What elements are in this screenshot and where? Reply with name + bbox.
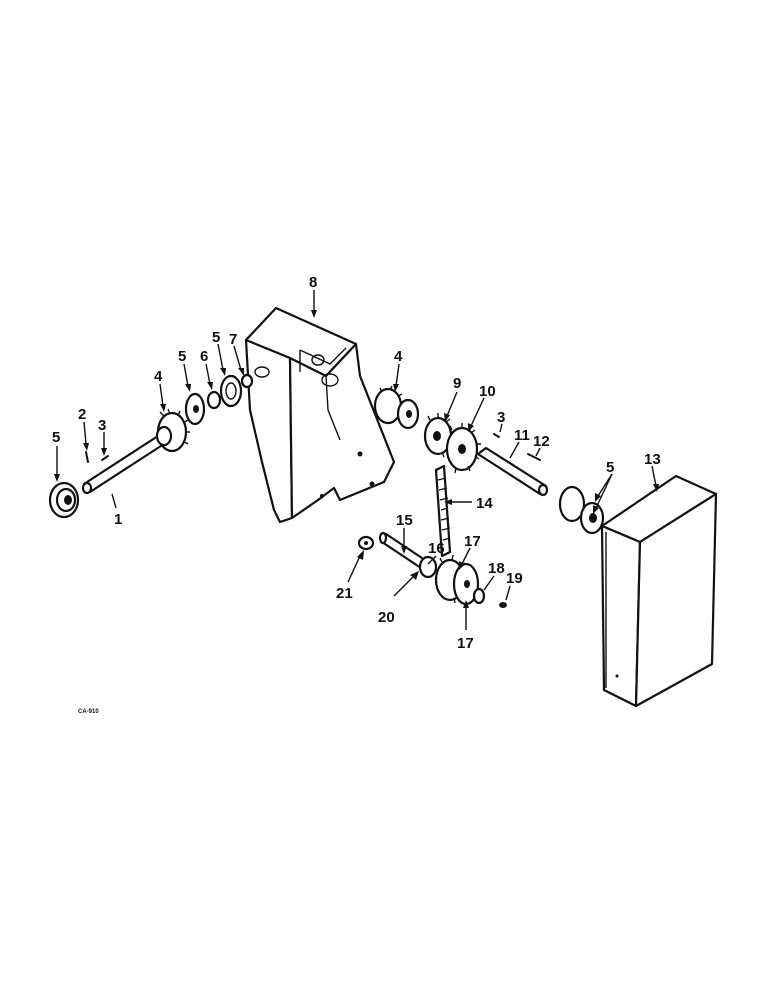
callout-2: 2 bbox=[78, 406, 86, 423]
callout-12: 12 bbox=[533, 433, 550, 450]
callout-16: 16 bbox=[428, 540, 445, 557]
callout-13: 13 bbox=[644, 451, 661, 468]
callout-5d: 5 bbox=[606, 459, 614, 476]
nut-part bbox=[240, 373, 254, 389]
drive-chain-part bbox=[434, 464, 452, 558]
callout-5a: 5 bbox=[52, 429, 60, 446]
callout-17a: 17 bbox=[464, 533, 481, 550]
key-right-part bbox=[493, 433, 500, 438]
pin-right-part bbox=[527, 453, 541, 461]
sprocket-9-part bbox=[423, 413, 455, 458]
washer-21-part bbox=[357, 535, 375, 551]
callout-4a: 4 bbox=[154, 368, 163, 385]
spacer-part bbox=[206, 390, 222, 410]
pin-part bbox=[85, 451, 89, 463]
callout-18: 18 bbox=[488, 560, 505, 577]
callout-5c: 5 bbox=[212, 329, 220, 346]
spacer-18-part bbox=[472, 587, 486, 605]
callout-10: 10 bbox=[479, 383, 496, 400]
bearing-part bbox=[219, 374, 243, 408]
drive-housing-part bbox=[244, 306, 396, 524]
key-part bbox=[101, 455, 109, 461]
drawing-code: CA-910 bbox=[78, 709, 99, 715]
callout-labels: 5 2 3 1 4 5 6 5 7 8 4 9 10 3 11 12 5 13 … bbox=[52, 274, 661, 652]
idler-shaft-part bbox=[378, 531, 438, 579]
sprocket-10-part bbox=[445, 423, 481, 474]
right-sprocket-part bbox=[373, 385, 420, 430]
callout-15: 15 bbox=[396, 512, 413, 529]
shield-part bbox=[600, 474, 718, 708]
bolt-19-part bbox=[499, 602, 507, 608]
callout-9: 9 bbox=[453, 375, 461, 392]
callout-6: 6 bbox=[200, 348, 208, 365]
left-flange-bearing-part bbox=[48, 481, 80, 519]
idler-sprocket-part bbox=[434, 554, 480, 606]
callout-14: 14 bbox=[476, 495, 493, 512]
countershaft-part bbox=[476, 446, 549, 497]
leader-lines bbox=[54, 290, 659, 630]
callout-21: 21 bbox=[336, 585, 353, 602]
washer-part bbox=[184, 392, 206, 426]
callout-7: 7 bbox=[229, 331, 237, 348]
callout-11: 11 bbox=[514, 427, 530, 444]
callout-17b: 17 bbox=[457, 635, 474, 652]
callout-3b: 3 bbox=[497, 409, 505, 426]
callout-4b: 4 bbox=[394, 348, 403, 365]
right-flange-bearing-part bbox=[558, 485, 605, 535]
callout-19: 19 bbox=[506, 570, 523, 587]
drive-shaft-part bbox=[81, 434, 166, 495]
callout-1: 1 bbox=[114, 511, 122, 528]
callout-5b: 5 bbox=[178, 348, 186, 365]
callout-8: 8 bbox=[309, 274, 317, 291]
left-sprocket-part bbox=[155, 408, 190, 453]
callout-3a: 3 bbox=[98, 417, 106, 434]
callout-20: 20 bbox=[378, 609, 395, 626]
